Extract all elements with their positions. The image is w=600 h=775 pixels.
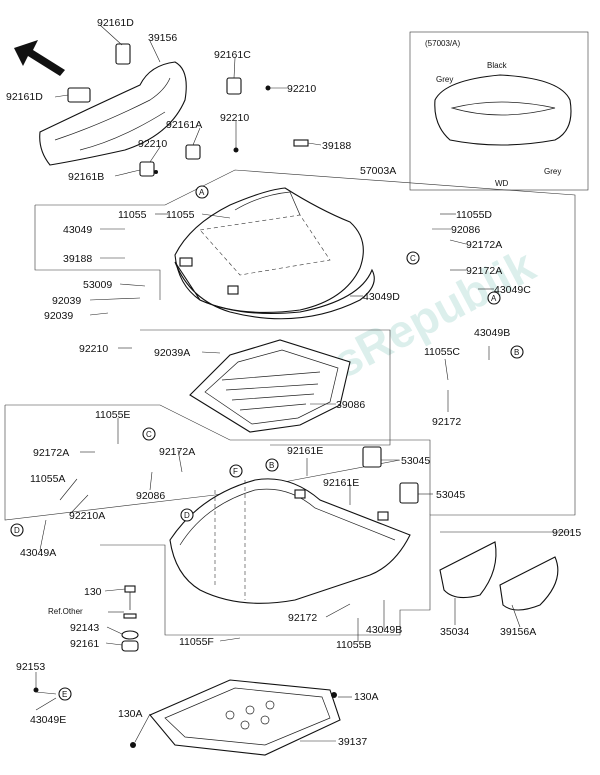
callout-e-1: E bbox=[62, 690, 67, 699]
label-43049C: 43049C bbox=[494, 284, 531, 296]
top-case-lid bbox=[174, 187, 375, 320]
label-39086: 39086 bbox=[336, 399, 365, 411]
label-43049E: 43049E bbox=[30, 714, 66, 726]
label-39156A: 39156A bbox=[500, 626, 536, 638]
label-53045-1: 53045 bbox=[401, 455, 430, 467]
inner-tray bbox=[189, 339, 351, 433]
backrest-pad bbox=[39, 61, 187, 166]
callout-a-2: A bbox=[491, 294, 497, 303]
label-11055B: 11055B bbox=[336, 639, 371, 651]
label-11055-b: 11055 bbox=[166, 209, 195, 221]
label-53009: 53009 bbox=[83, 279, 112, 291]
callout-d-2: D bbox=[184, 511, 190, 520]
label-92210-b: 92210 bbox=[220, 112, 249, 124]
label-39137: 39137 bbox=[338, 736, 367, 748]
label-92210A: 92210A bbox=[69, 510, 105, 522]
label-39188-top: 39188 bbox=[322, 140, 351, 152]
label-92172A-4: 92172A bbox=[159, 446, 195, 458]
label-35034: 35034 bbox=[440, 626, 469, 638]
label-43049B-bottom: 43049B bbox=[366, 624, 402, 636]
label-92172-bottom: 92172 bbox=[288, 612, 317, 624]
reference-callouts: A A B B C C D D E F bbox=[10, 185, 524, 701]
label-92161E-2: 92161E bbox=[323, 477, 359, 489]
label-43049B-top: 43049B bbox=[474, 327, 510, 339]
label-92172-right: 92172 bbox=[432, 416, 461, 428]
inset-code: (57003/A) bbox=[425, 39, 460, 48]
label-92161C: 92161C bbox=[214, 49, 251, 61]
label-130: 130 bbox=[84, 586, 102, 598]
label-92086-right: 92086 bbox=[451, 224, 480, 236]
front-direction-arrow bbox=[14, 40, 65, 76]
backrest-clips bbox=[67, 43, 309, 177]
inset-grey-left: Grey bbox=[436, 75, 453, 84]
latches bbox=[362, 446, 419, 504]
inset-footer: WD bbox=[495, 179, 509, 188]
label-43049A: 43049A bbox=[20, 547, 56, 559]
label-130A-2: 130A bbox=[118, 708, 143, 720]
callout-c-2: C bbox=[146, 430, 152, 439]
label-92086-left: 92086 bbox=[136, 490, 165, 502]
label-ref-other: Ref.Other bbox=[48, 607, 83, 616]
callout-c-1: C bbox=[410, 254, 416, 263]
label-130A-1: 130A bbox=[354, 691, 379, 703]
label-92161B: 92161B bbox=[68, 171, 104, 183]
label-57003A: 57003A bbox=[360, 165, 396, 177]
label-92161D-left: 92161D bbox=[6, 91, 43, 103]
label-11055E: 11055E bbox=[95, 409, 130, 421]
callout-b-2: B bbox=[269, 461, 274, 470]
label-92161E-1: 92161E bbox=[287, 445, 323, 457]
callout-a-1: A bbox=[199, 188, 205, 197]
label-53045-2: 53045 bbox=[436, 489, 465, 501]
assembly-frames bbox=[4, 31, 589, 636]
label-92172A-2: 92172A bbox=[466, 265, 502, 277]
color-inset: (57003/A) Black Grey Grey WD bbox=[425, 39, 572, 188]
carrier-rack bbox=[130, 679, 341, 756]
label-39188-left: 39188 bbox=[63, 253, 92, 265]
inset-grey-right: Grey bbox=[544, 167, 561, 176]
label-92161A: 92161A bbox=[166, 119, 202, 131]
part-number-labels: 92161D 39156 92161D 92161C 92210 92161A … bbox=[6, 17, 581, 748]
label-92161: 92161 bbox=[70, 638, 99, 650]
callout-d-1: D bbox=[14, 526, 20, 535]
label-92172A-3: 92172A bbox=[33, 447, 69, 459]
label-92210-d: 92210 bbox=[79, 343, 108, 355]
side-panels bbox=[439, 541, 559, 611]
label-11055F: 11055F bbox=[179, 636, 214, 648]
mount-hardware bbox=[33, 585, 139, 693]
label-92210-a: 92210 bbox=[287, 83, 316, 95]
callout-f: F bbox=[233, 467, 238, 476]
label-92153: 92153 bbox=[16, 661, 45, 673]
label-92015: 92015 bbox=[552, 527, 581, 539]
label-92039A: 92039A bbox=[154, 347, 190, 359]
label-11055D: 11055D bbox=[456, 209, 492, 221]
label-92143: 92143 bbox=[70, 622, 99, 634]
label-43049: 43049 bbox=[63, 224, 92, 236]
label-92039-2: 92039 bbox=[44, 310, 73, 322]
label-11055A: 11055A bbox=[30, 473, 65, 485]
label-92210-c: 92210 bbox=[138, 138, 167, 150]
label-11055-a: 11055 bbox=[118, 209, 147, 221]
label-92172A-1: 92172A bbox=[466, 239, 502, 251]
label-39156: 39156 bbox=[148, 32, 177, 44]
inset-black: Black bbox=[487, 61, 508, 70]
callout-b-1: B bbox=[514, 348, 519, 357]
leader-lines bbox=[35, 24, 572, 743]
case-base-shell bbox=[169, 478, 411, 604]
label-92161D-top: 92161D bbox=[97, 17, 134, 29]
label-92039-1: 92039 bbox=[52, 295, 81, 307]
label-11055C: 11055C bbox=[424, 346, 460, 358]
label-43049D: 43049D bbox=[363, 291, 400, 303]
